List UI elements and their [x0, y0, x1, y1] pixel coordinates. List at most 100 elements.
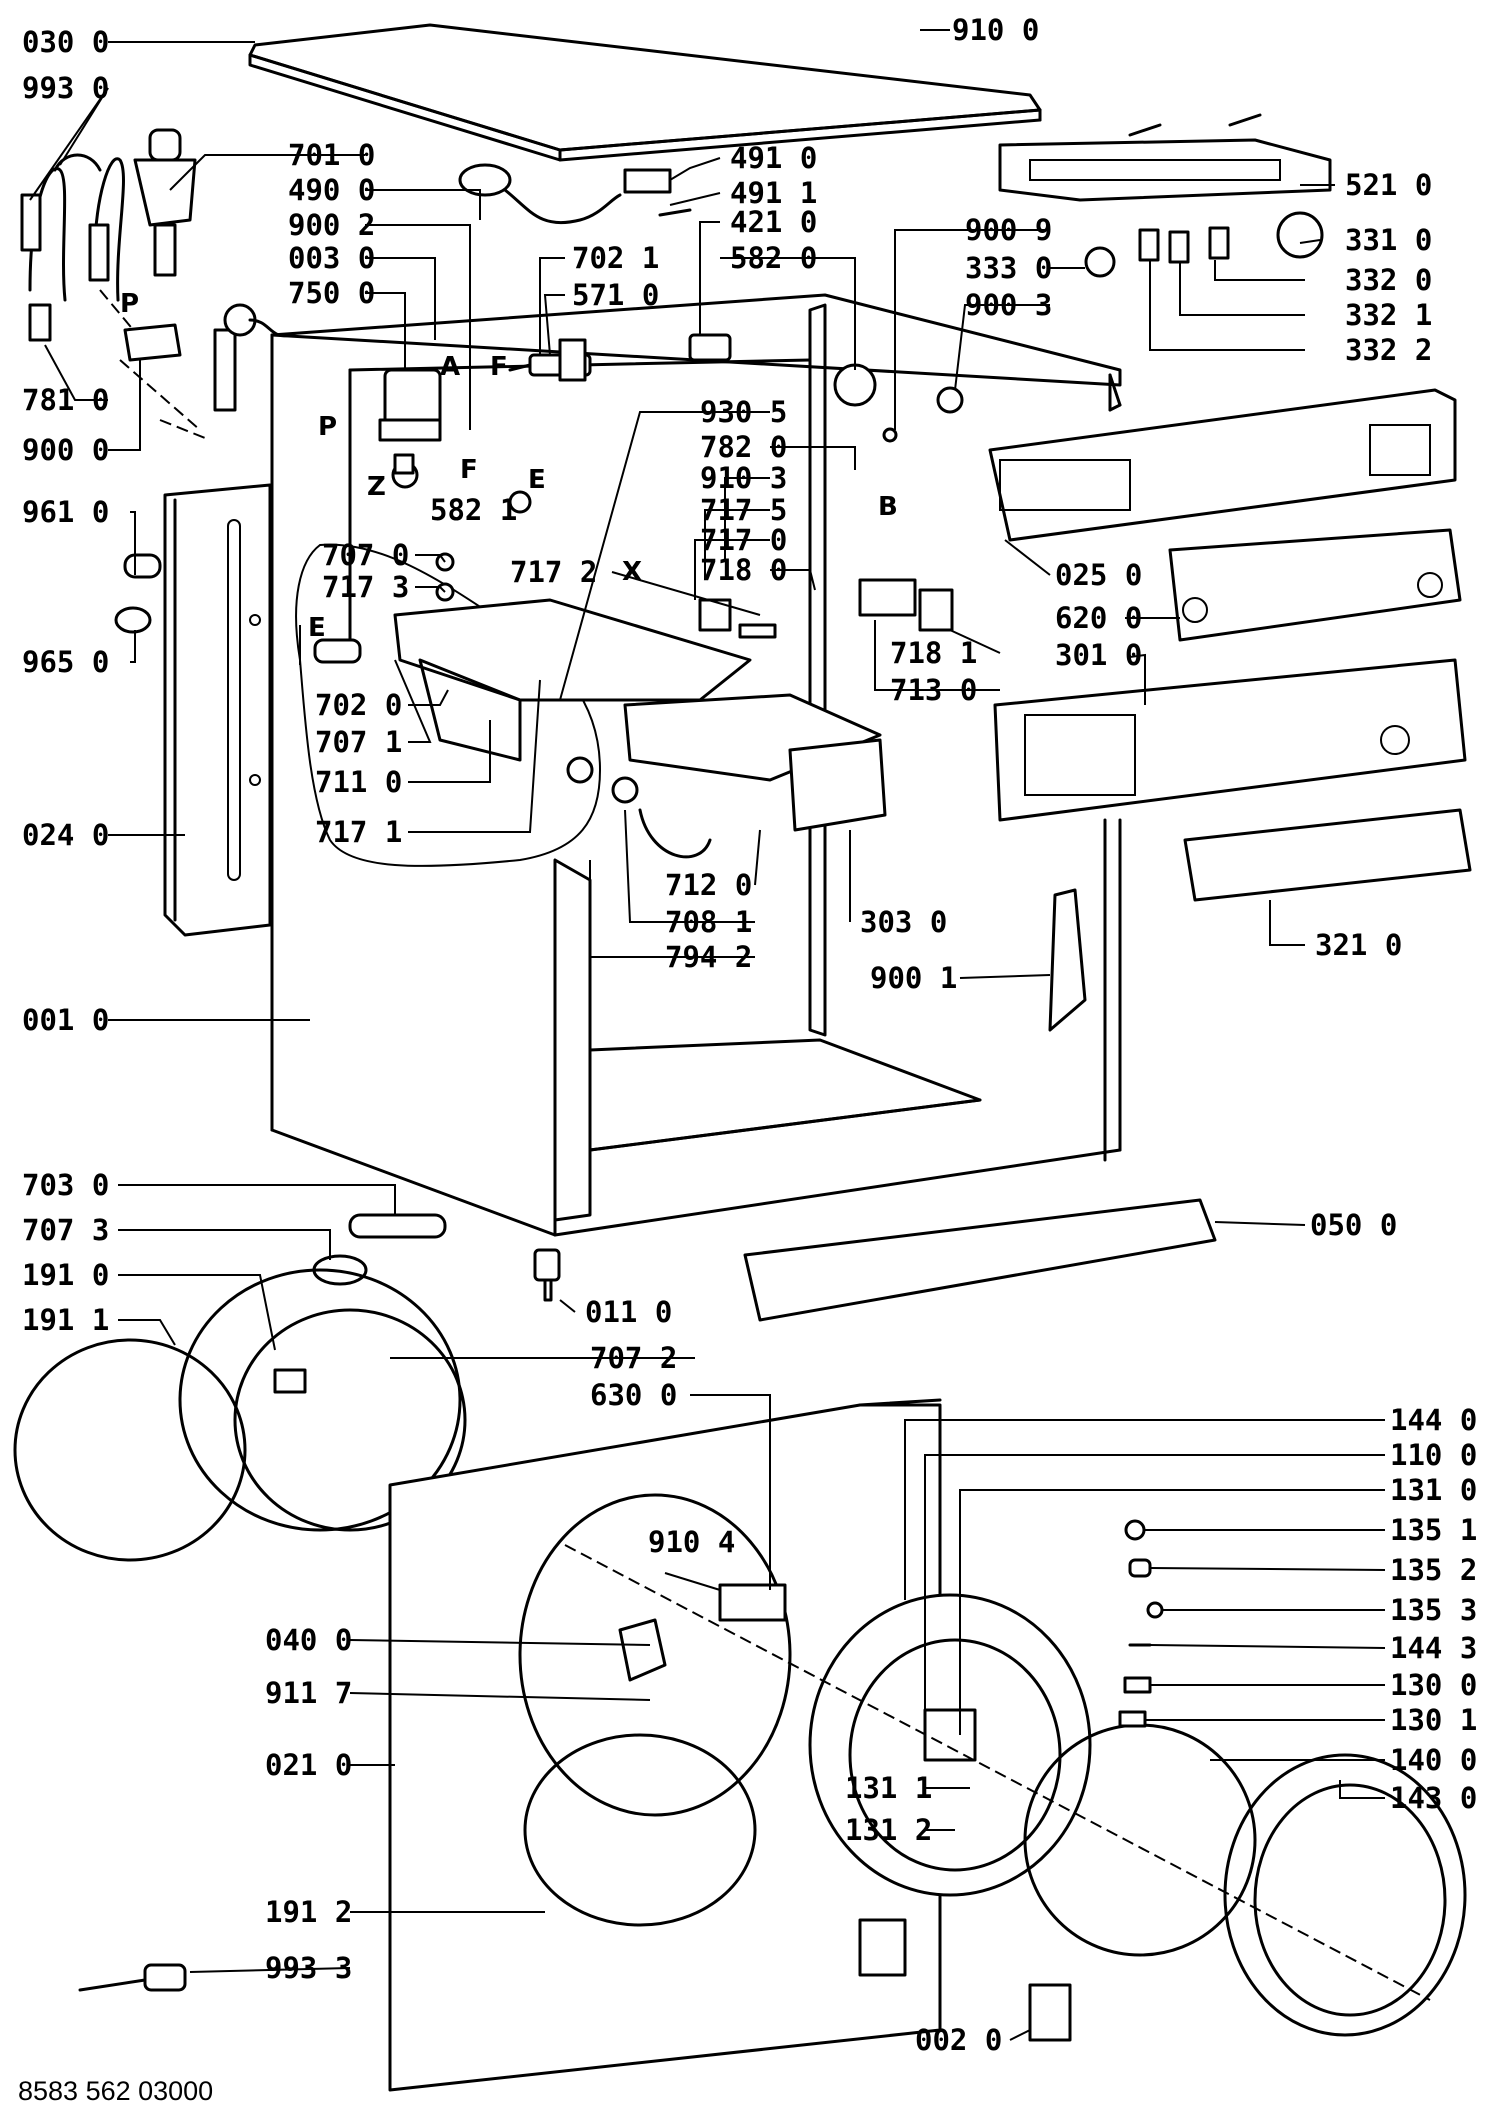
- filter-cover: [1028, 1983, 1072, 2042]
- part-label: 144 0: [1390, 1403, 1477, 1437]
- part-label: 794 2: [665, 940, 752, 974]
- part-label: 703 0: [22, 1168, 109, 1202]
- callout-letter: F: [460, 455, 478, 485]
- part-label: 021 0: [265, 1748, 352, 1782]
- part-label: 332 1: [1345, 298, 1432, 332]
- door-hinge: [1048, 888, 1087, 1032]
- part-label: 131 1: [845, 1771, 932, 1805]
- part-label: 191 0: [22, 1258, 109, 1292]
- front-fascia: [993, 658, 1467, 822]
- selector-knob: [1276, 211, 1324, 259]
- part-label: 140 0: [1390, 1743, 1477, 1777]
- part-label: 750 0: [288, 276, 375, 310]
- part-label: 717 5: [700, 493, 787, 527]
- callout-letter: B: [878, 492, 898, 522]
- connecting-tube: [348, 1213, 447, 1239]
- part-label: 003 0: [288, 241, 375, 275]
- part-label: 707 2: [590, 1341, 677, 1375]
- part-label: 333 0: [965, 251, 1052, 285]
- service-tool: [78, 1963, 187, 1992]
- callout-letter: A: [440, 352, 460, 382]
- part-label: 900 0: [22, 433, 109, 467]
- part-label: 331 0: [1345, 223, 1432, 257]
- part-label: 702 1: [572, 241, 659, 275]
- inlet-valve: [133, 128, 197, 277]
- part-label: 910 4: [648, 1525, 735, 1559]
- switch-buttons: [1138, 226, 1230, 264]
- document-number: 8583 562 03000: [18, 2076, 213, 2106]
- part-label: 781 0: [22, 383, 109, 417]
- part-label: 135 1: [1390, 1513, 1477, 1547]
- part-label: 702 0: [315, 688, 402, 722]
- callout-letter: P: [120, 289, 139, 319]
- part-label: 191 1: [22, 1303, 109, 1337]
- part-label: 707 3: [22, 1213, 109, 1247]
- part-label: 490 0: [288, 173, 375, 207]
- kick-plate: [743, 1198, 1217, 1322]
- part-label: 910 0: [952, 13, 1039, 47]
- part-label: 900 1: [870, 961, 957, 995]
- door-outer-ring: [1223, 1753, 1467, 2037]
- part-label: 630 0: [590, 1378, 677, 1412]
- part-label: 582 1: [430, 493, 517, 527]
- program-selector-module: [998, 113, 1332, 202]
- part-label: 571 0: [572, 278, 659, 312]
- part-label: 332 0: [1345, 263, 1432, 297]
- part-label: 900 9: [965, 213, 1052, 247]
- part-label: 782 0: [700, 430, 787, 464]
- part-label: 911 7: [265, 1676, 352, 1710]
- part-label: 110 0: [1390, 1438, 1477, 1472]
- part-label: 131 2: [845, 1813, 932, 1847]
- part-label: 421 0: [730, 205, 817, 239]
- door-bellows: [178, 1268, 467, 1532]
- part-label: 718 1: [890, 636, 977, 670]
- part-label: 707 0: [322, 538, 409, 572]
- callout-letters: A F P P F E Z B X E: [120, 289, 898, 643]
- part-label: 332 2: [1345, 333, 1432, 367]
- part-label: 910 3: [700, 461, 787, 495]
- part-label: 961 0: [22, 495, 109, 529]
- bellows-clamp: [13, 1338, 247, 1562]
- part-label: 050 0: [1310, 1208, 1397, 1242]
- part-label: 713 0: [890, 673, 977, 707]
- part-label: 993 3: [265, 1951, 352, 1985]
- part-label: 002 0: [915, 2023, 1002, 2057]
- capacitor: [688, 333, 732, 362]
- part-label: 130 0: [1390, 1668, 1477, 1702]
- callout-letter: X: [622, 557, 642, 587]
- top-lid: [248, 23, 1042, 162]
- leader-lines: [29, 29, 1386, 2041]
- door-hardware: [1118, 1519, 1164, 1728]
- part-label: 930 5: [700, 395, 787, 429]
- part-label: 144 3: [1390, 1631, 1477, 1665]
- part-label: 001 0: [22, 1003, 109, 1037]
- part-label: 717 2: [510, 555, 597, 589]
- part-label: 025 0: [1055, 558, 1142, 592]
- part-label: 717 3: [322, 570, 409, 604]
- part-label: 717 1: [315, 815, 402, 849]
- pressure-switch: [833, 363, 898, 443]
- part-label: 191 2: [265, 1895, 352, 1929]
- program-decal: [1183, 808, 1472, 902]
- part-label: 900 3: [965, 288, 1052, 322]
- control-board: [1168, 528, 1462, 642]
- part-label: 900 2: [288, 208, 375, 242]
- part-label: 993 0: [22, 71, 109, 105]
- part-label: 303 0: [860, 905, 947, 939]
- part-label: 143 0: [1390, 1781, 1477, 1815]
- part-label: 011 0: [585, 1295, 672, 1329]
- callout-letter: Z: [367, 472, 386, 502]
- part-label: 491 0: [730, 141, 817, 175]
- part-label: 131 0: [1390, 1473, 1477, 1507]
- callout-letter: E: [528, 465, 546, 495]
- solenoid-valve: [508, 338, 592, 382]
- part-number-labels: 030 0 993 0 910 0 701 0 490 0 491 0 491 …: [22, 13, 1477, 2057]
- part-label: 707 1: [315, 725, 402, 759]
- callout-letter: F: [490, 352, 508, 382]
- assembly-axis-door: [564, 1544, 1431, 2001]
- part-label: 491 1: [730, 176, 817, 210]
- part-label: 135 3: [1390, 1593, 1477, 1627]
- drain-hose: [213, 303, 292, 412]
- callout-letter: E: [308, 613, 326, 643]
- part-label: 024 0: [22, 818, 109, 852]
